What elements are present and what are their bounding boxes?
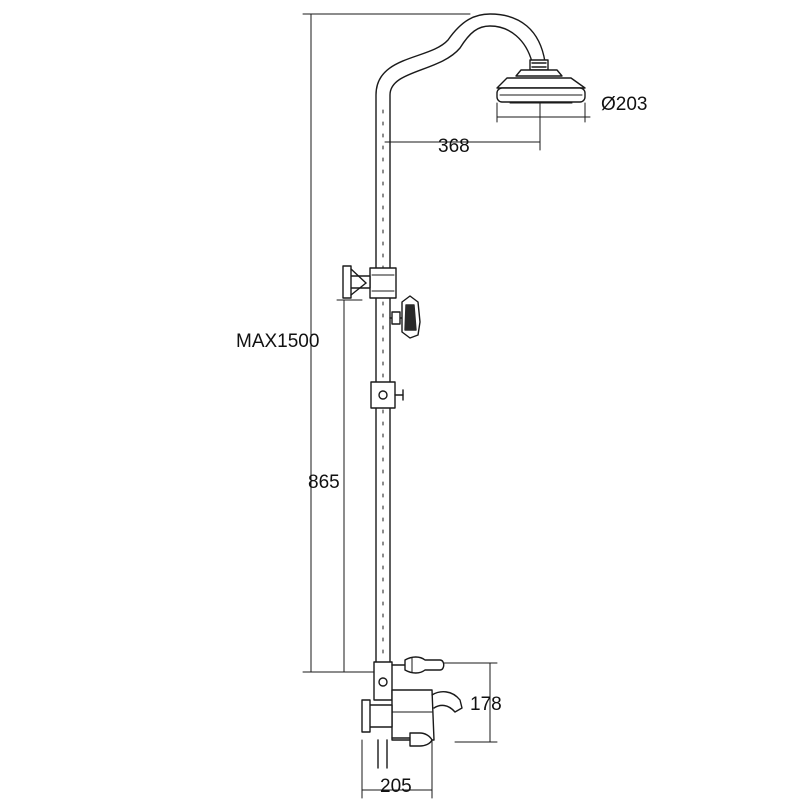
mixer-width-label: 205 bbox=[380, 776, 412, 797]
slider-height-label: 865 bbox=[308, 472, 340, 493]
upper-valve bbox=[342, 265, 397, 299]
arm-reach-label: 368 bbox=[438, 136, 470, 157]
bath-mixer bbox=[361, 656, 445, 769]
dimension-labels: Ø203 368 MAX1500 865 178 205 bbox=[236, 94, 647, 797]
diverter-handle bbox=[389, 295, 421, 339]
dimension-lines bbox=[302, 13, 591, 799]
head-diameter-label: Ø203 bbox=[601, 94, 647, 115]
total-height-label: MAX1500 bbox=[236, 331, 319, 352]
slide-bracket bbox=[370, 381, 404, 409]
gooseneck-arm bbox=[375, 13, 546, 673]
spout-height-label: 178 bbox=[470, 694, 502, 715]
shower-head bbox=[496, 59, 586, 104]
spout bbox=[431, 691, 463, 713]
